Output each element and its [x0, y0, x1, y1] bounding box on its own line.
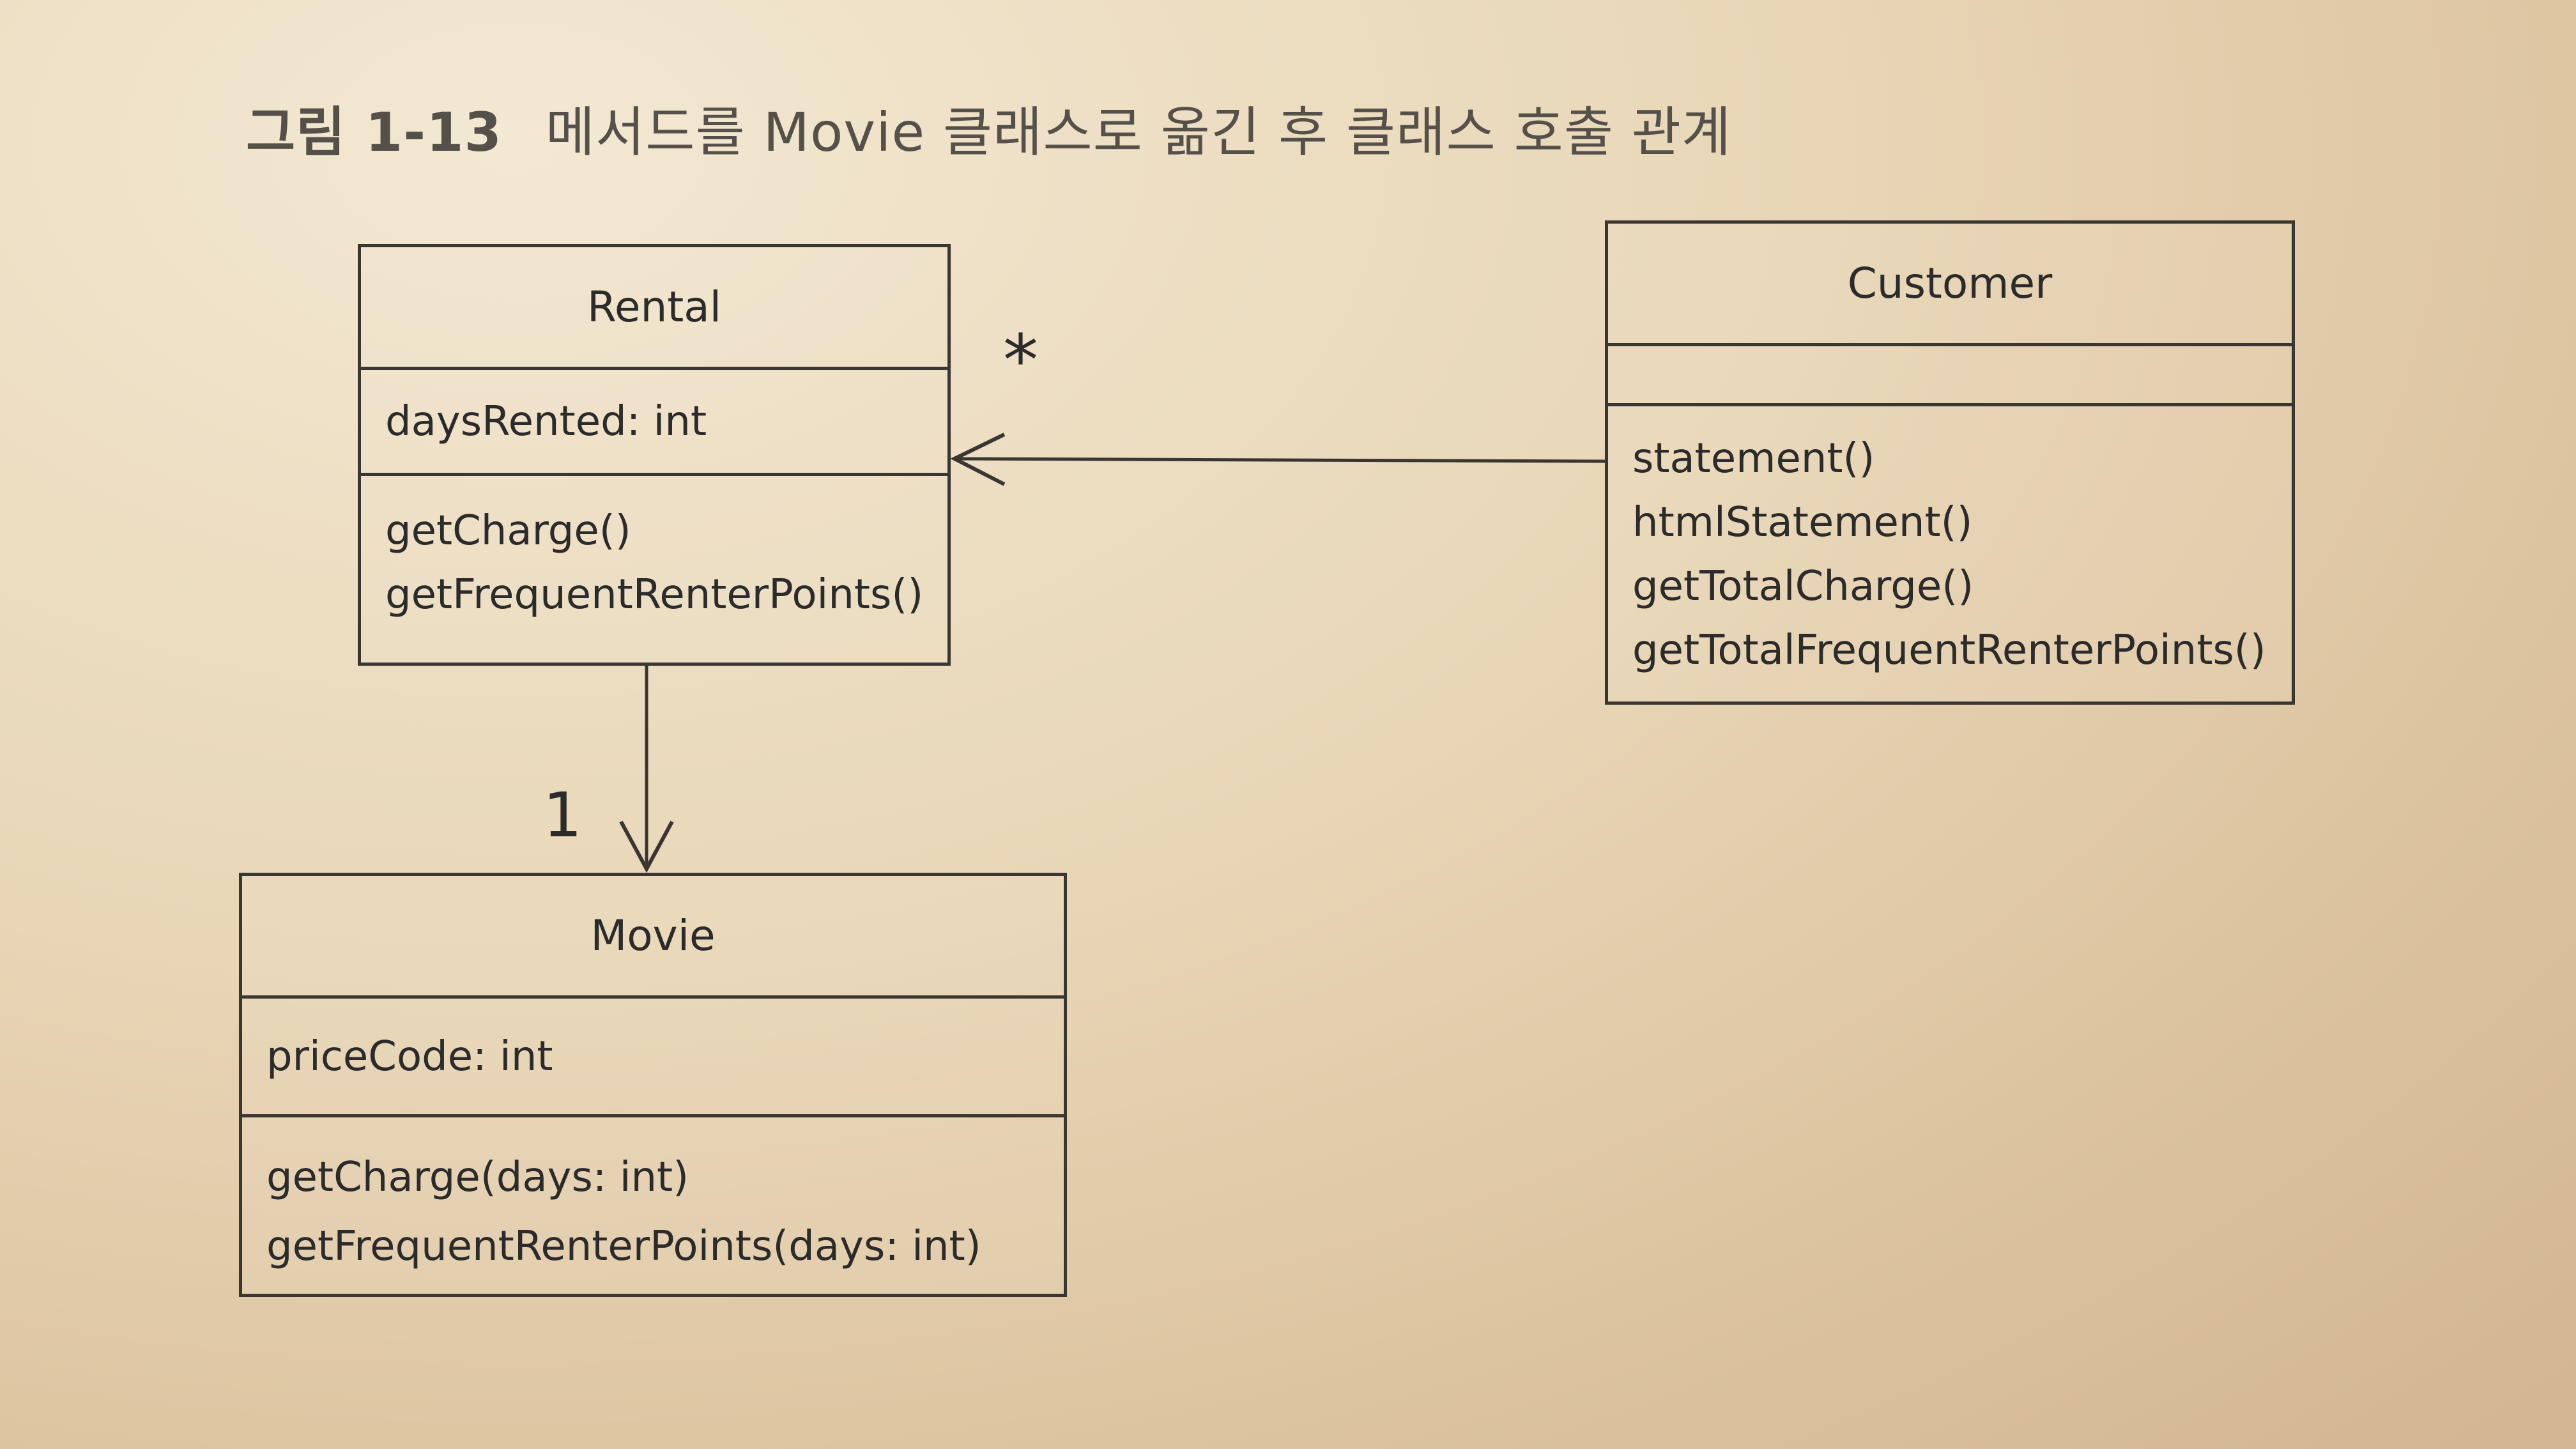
customer-rental-association-line [953, 457, 1606, 463]
figure-caption: 그림 1-13 메서드를 Movie 클래스로 옮긴 후 클래스 호출 관계 [246, 89, 1731, 167]
method: getCharge(days: int) [266, 1154, 689, 1201]
class-movie-name: Movie [242, 876, 1064, 999]
figure-number: 그림 1-13 [246, 101, 503, 164]
attribute: priceCode: int [266, 1032, 553, 1080]
figure-title: 메서드를 Movie 클래스로 옮긴 후 클래스 호출 관계 [545, 101, 1732, 164]
class-customer-methods: statement() htmlStatement() getTotalChar… [1608, 406, 2292, 682]
class-customer-name: Customer [1608, 224, 2292, 346]
class-customer: Customer statement() htmlStatement() get… [1605, 220, 2295, 705]
class-movie: Movie priceCode: int getCharge(days: int… [239, 873, 1067, 1297]
class-rental-name: Rental [361, 247, 947, 370]
multiplicity-one: 1 [543, 779, 583, 851]
class-rental: Rental daysRented: int getCharge() getFr… [358, 244, 951, 666]
method: getFrequentRenterPoints() [385, 571, 924, 618]
class-movie-methods: getCharge(days: int) getFrequentRenterPo… [242, 1117, 1064, 1281]
class-rental-attributes: daysRented: int [361, 370, 947, 476]
class-movie-attributes: priceCode: int [242, 999, 1064, 1117]
method: htmlStatement() [1632, 499, 1973, 546]
method: getFrequentRenterPoints(days: int) [266, 1223, 981, 1270]
attribute: daysRented: int [385, 397, 707, 445]
multiplicity-many: * [1003, 319, 1038, 401]
customer-rental-arrowhead [950, 433, 1006, 486]
method: getTotalCharge() [1632, 563, 1974, 610]
method: getTotalFrequentRenterPoints() [1632, 627, 2266, 674]
rental-movie-arrowhead [619, 820, 674, 873]
class-customer-attributes [1608, 346, 2292, 406]
method: getCharge() [385, 507, 631, 555]
class-rental-methods: getCharge() getFrequentRenterPoints() [361, 476, 947, 627]
method: statement() [1632, 435, 1875, 482]
